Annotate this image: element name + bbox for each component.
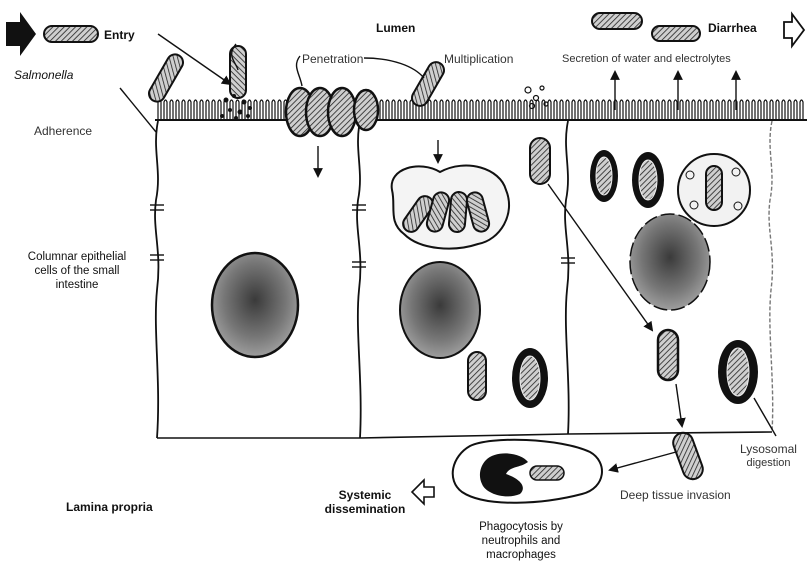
diarrhea-bacterium-1: [592, 13, 642, 29]
label-phago-line2: neutrophils and: [456, 534, 586, 548]
phagocytosed-bacterium: [530, 466, 564, 480]
label-columnar-line1: Columnar epithelial: [6, 250, 148, 264]
penetration-cluster: [286, 88, 378, 136]
penetrating-bacterium: [409, 59, 447, 109]
cell-wall-2: [357, 121, 361, 438]
label-entry: Entry: [104, 28, 135, 42]
label-adherence: Adherence: [34, 124, 92, 138]
label-columnar-line3: intestine: [6, 278, 148, 292]
label-systemic-line1: Systemic: [318, 488, 412, 502]
label-lysosomal-line2: digestion: [730, 456, 807, 470]
label-systemic-dissemination: Systemic dissemination: [318, 488, 412, 516]
bacterium-cell3-a: [530, 138, 550, 184]
nucleus-cell-3: [630, 214, 710, 310]
label-lumen: Lumen: [376, 21, 415, 35]
label-phagocytosis: Phagocytosis by neutrophils and macropha…: [456, 520, 586, 562]
entering-bacterium: [230, 46, 246, 98]
entry-arrow-icon: [6, 12, 36, 56]
label-deep-tissue-invasion: Deep tissue invasion: [620, 488, 731, 502]
label-systemic-line2: dissemination: [318, 502, 412, 516]
label-phago-line3: macrophages: [456, 548, 586, 562]
bacterium-deep-2: [670, 430, 705, 482]
label-penetration: Penetration: [302, 52, 363, 66]
diarrhea-arrow-icon: [784, 14, 804, 46]
cell-wall-1: [155, 121, 158, 438]
cell-wall-3: [565, 121, 569, 434]
tight-junctions: [150, 205, 575, 267]
phagocyte-cell: [453, 440, 602, 503]
microvilli-brush-border: [158, 100, 803, 120]
microvilli: [158, 100, 803, 120]
nucleus-cell-2: [400, 262, 480, 358]
basal-membrane-2: [360, 434, 568, 438]
entry-bacterium: [44, 26, 98, 42]
bacterium-deep-1: [658, 330, 678, 380]
bacterium-lysosomal-inner: [727, 348, 749, 396]
label-phago-line1: Phagocytosis by: [456, 520, 586, 534]
bacterium-cell3-b-inner: [596, 157, 612, 195]
cell-wall-4: [769, 121, 773, 432]
label-secretion: Secretion of water and electrolytes: [562, 52, 731, 66]
basal-membrane-3: [568, 432, 772, 434]
nucleus-cell-1: [212, 253, 298, 357]
diarrhea-bacterium-2: [652, 26, 700, 41]
label-lysosomal-digestion: Lysosomal digestion: [730, 442, 807, 470]
label-columnar-line2: cells of the small: [6, 264, 148, 278]
label-lysosomal-line1: Lysosomal: [730, 442, 807, 456]
systemic-arrow-icon: [412, 480, 434, 504]
adherent-bacterium: [146, 51, 186, 104]
bacterium-cell2-a: [468, 352, 486, 400]
label-diarrhea: Diarrhea: [708, 21, 757, 35]
bacterium-cell3-c-inner: [639, 160, 657, 200]
label-salmonella: Salmonella: [14, 68, 73, 82]
label-multiplication: Multiplication: [444, 52, 513, 66]
label-lamina-propria: Lamina propria: [66, 500, 153, 514]
bacterium-cell2-b-inner: [520, 356, 540, 400]
label-columnar-epithelial: Columnar epithelial cells of the small i…: [6, 250, 148, 292]
